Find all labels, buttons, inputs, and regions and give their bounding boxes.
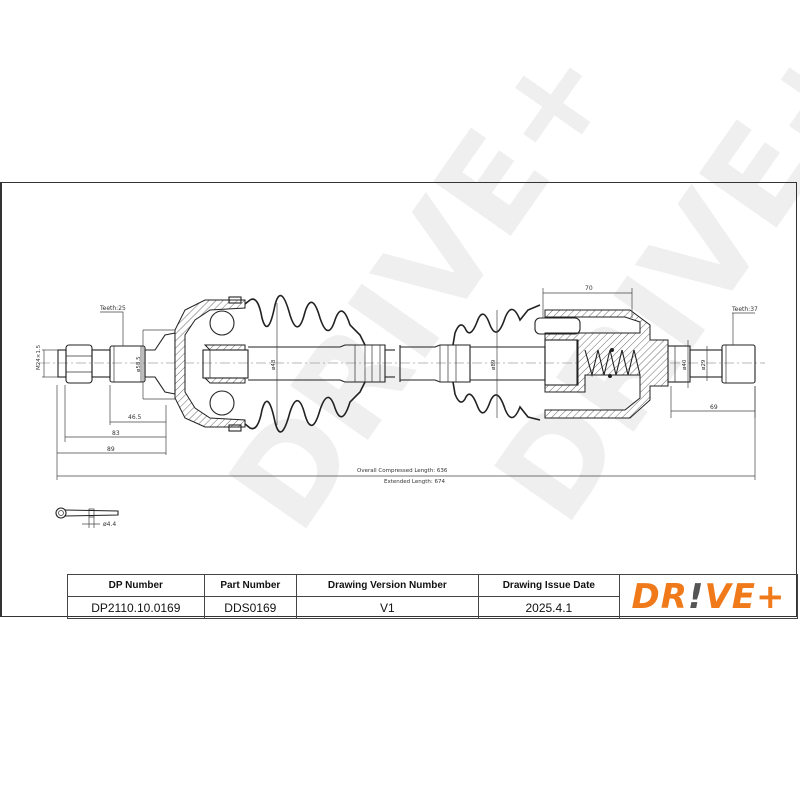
svg-text:M24×1.5: M24×1.5: [36, 344, 42, 370]
title-block: DP Number Part Number Drawing Version Nu…: [67, 574, 798, 619]
svg-text:ø58.5: ø58.5: [136, 356, 142, 372]
dimension-lines: Teeth:25 Teeth:37 M24×1.5 ø58.5 ø48 ø89 …: [36, 285, 758, 485]
svg-text:Teeth:25: Teeth:25: [99, 305, 126, 312]
header-issue-date: Drawing Issue Date: [477, 574, 621, 597]
svg-text:ø40: ø40: [682, 359, 688, 370]
svg-text:46.5: 46.5: [128, 414, 142, 421]
drive-shaft: [248, 344, 546, 383]
svg-text:Extended Length: 674: Extended Length: 674: [384, 479, 445, 485]
value-drawing-version: V1: [296, 596, 479, 619]
brand-logo-cell: DR!VE+: [619, 574, 798, 619]
svg-text:70: 70: [585, 285, 593, 292]
svg-text:ø29: ø29: [701, 359, 707, 370]
right-cv-boot: [452, 304, 541, 421]
svg-text:ø4.4: ø4.4: [103, 521, 116, 528]
title-block-header-row: DP Number Part Number Drawing Version Nu…: [67, 574, 798, 619]
cotter-pin-detail: ø4.4: [55, 507, 119, 528]
svg-text:Teeth:37: Teeth:37: [731, 306, 758, 313]
right-stub-axle: [667, 344, 756, 384]
header-dp-number: DP Number: [67, 574, 205, 597]
left-cv-boot: [228, 294, 366, 433]
svg-text:89: 89: [107, 446, 115, 453]
svg-text:83: 83: [112, 430, 120, 437]
title-block-value-row: DP2110.10.0169 DDS0169 V1 2025.4.1: [67, 596, 798, 619]
brand-logo: DR!VE+: [631, 576, 786, 617]
left-hub-nut: [57, 344, 146, 384]
svg-text:Overall Compressed Length: 6: Overall Compressed Length: 636: [357, 468, 448, 474]
value-dp-number: DP2110.10.0169: [67, 596, 205, 619]
header-drawing-version: Drawing Version Number: [296, 574, 479, 597]
svg-text:ø48: ø48: [271, 359, 277, 370]
svg-text:ø89: ø89: [491, 359, 497, 370]
value-part-number: DDS0169: [203, 596, 298, 619]
outer-cv-joint: [144, 299, 249, 428]
value-issue-date: 2025.4.1: [477, 596, 621, 619]
watermark: DRIVE+ DRIVE+: [200, 6, 800, 556]
header-part-number: Part Number: [203, 574, 298, 597]
svg-text:69: 69: [710, 404, 718, 411]
